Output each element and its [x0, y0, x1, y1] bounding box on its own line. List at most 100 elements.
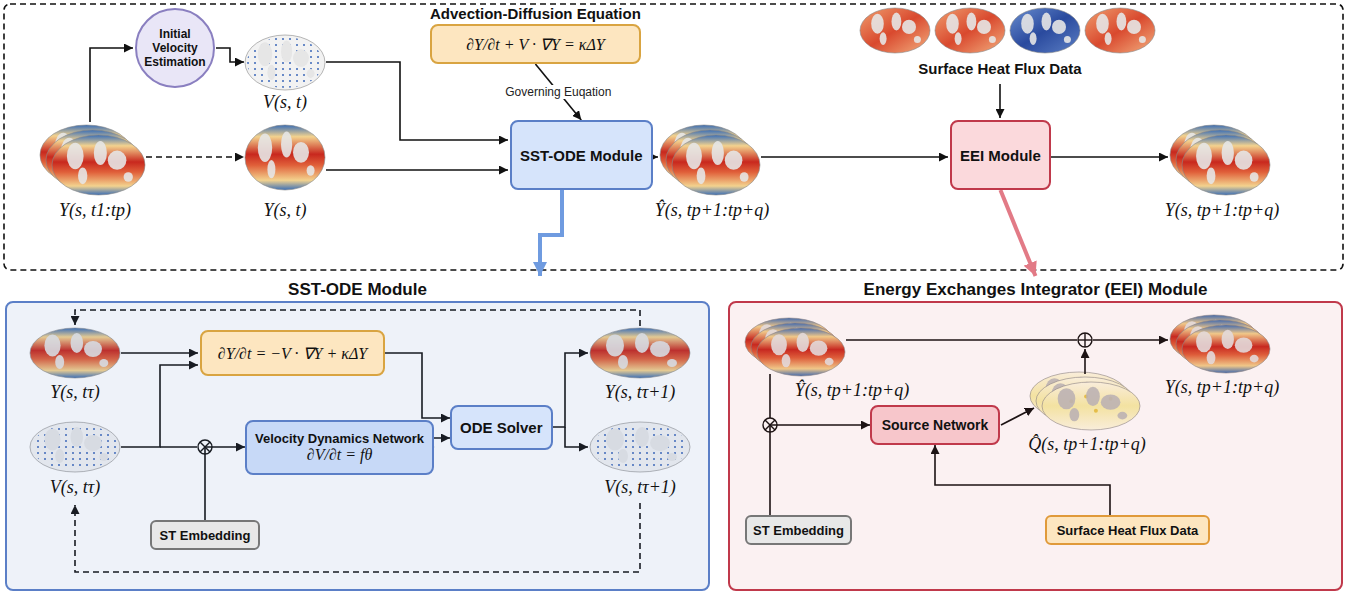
- continent: [1127, 20, 1141, 34]
- embedding-box: ST Embedding: [745, 515, 852, 545]
- continent: [94, 141, 107, 165]
- continent: [1052, 20, 1066, 34]
- continent: [1030, 32, 1037, 45]
- node-text: Surface Heat Flux Data: [1057, 523, 1199, 538]
- continent: [67, 143, 84, 169]
- variable-label: V(s, tτ+1): [604, 477, 676, 498]
- map-ocean: [860, 8, 930, 53]
- connector-arrow: [540, 190, 562, 276]
- edge-label: Governing Euqation: [502, 85, 614, 99]
- continent: [258, 133, 272, 162]
- module-box: EEI Module: [950, 120, 1051, 190]
- continent: [1117, 13, 1127, 31]
- equation-box: Advection-Diffusion Equation ∂Y/∂t + V · …: [430, 4, 641, 64]
- estimator-circle: Initial Velocity Estimation: [135, 8, 215, 88]
- continent: [725, 151, 743, 170]
- flow-arrow: [761, 156, 948, 158]
- continent: [989, 36, 996, 43]
- continent: [1207, 167, 1216, 184]
- data-box: Surface Heat Flux Data: [1045, 515, 1210, 545]
- continent: [712, 141, 724, 165]
- continent: [78, 167, 87, 184]
- variable-label: Y(s, tτ+1): [605, 382, 676, 403]
- continent: [892, 13, 902, 31]
- continent: [293, 49, 309, 67]
- continent: [902, 20, 916, 34]
- data-label: Surface Heat Flux Data: [918, 60, 1081, 77]
- continent: [977, 20, 991, 34]
- map-globe: [860, 8, 930, 53]
- map-ocean: [672, 135, 760, 195]
- continent: [258, 42, 272, 66]
- map-ocean: [245, 125, 325, 190]
- map-globe: [935, 8, 1005, 53]
- continent: [267, 65, 275, 80]
- continent: [281, 41, 292, 63]
- network-box: Source Network: [870, 405, 1000, 445]
- map-globe: [245, 35, 325, 90]
- node-text: EEI Module: [960, 147, 1041, 164]
- variable-label: V(s, t): [263, 92, 307, 113]
- map-globe: [52, 135, 145, 195]
- module-panel: Energy Exchanges Integrator (EEI) Module…: [728, 276, 1343, 591]
- variable-label: Y(s, tp+1:tp+q): [1165, 200, 1279, 221]
- node-text: ∂Y/∂t = −V · ∇Y + κΔY: [218, 344, 367, 363]
- node-text: Velocity Dynamics Network: [255, 431, 424, 446]
- continent: [967, 13, 977, 31]
- node-text: SST-ODE Module: [5, 276, 710, 300]
- continent: [307, 165, 315, 175]
- embedding-box: ST Embedding: [150, 520, 260, 550]
- continent: [955, 32, 962, 45]
- node-text: Advection-Diffusion Equation: [430, 4, 641, 24]
- node-text: ST Embedding: [160, 528, 251, 543]
- equation-frame: ∂Y/∂t + V · ∇Y = κΔY: [430, 24, 641, 64]
- module-panel: SST-ODE Module ∂Y/∂t = −V · ∇Y + κΔY Veloc…: [5, 276, 710, 591]
- node-text: Energy Exchanges Integrator (EEI) Module: [728, 276, 1343, 300]
- continent: [1105, 32, 1112, 45]
- continent: [686, 143, 702, 169]
- continent: [1139, 36, 1146, 43]
- map-globe: [1010, 8, 1080, 53]
- continent: [946, 14, 959, 34]
- continent: [1096, 14, 1109, 34]
- solver-box: ODE Solver: [450, 405, 553, 450]
- map-globe: [672, 135, 760, 195]
- node-text: ST Embedding: [753, 523, 844, 538]
- continent: [871, 14, 884, 34]
- variable-label: Ŷ(s, tp+1:tp+q): [795, 380, 909, 401]
- module-box: SST-ODE Module: [510, 120, 653, 190]
- node-text: Initial Velocity Estimation: [141, 27, 209, 69]
- connector-arrow: [1000, 190, 1035, 276]
- flow-arrow: [326, 169, 508, 171]
- continent: [1042, 13, 1052, 31]
- continent: [1235, 151, 1253, 170]
- variable-label: Y(s, tp+1:tp+q): [1165, 377, 1279, 398]
- variable-label: Y(s, t1:tp): [59, 200, 131, 221]
- map-ocean: [1085, 8, 1155, 53]
- continent: [307, 69, 315, 78]
- overview-frame: [4, 4, 1343, 270]
- flow-arrow: [326, 62, 508, 140]
- map-ocean: [1010, 8, 1080, 53]
- continent: [293, 142, 309, 163]
- variable-label: Y(s, t): [263, 200, 306, 221]
- continent: [697, 167, 706, 184]
- map-globe: [245, 125, 325, 190]
- map-globe: [1085, 8, 1155, 53]
- continent: [880, 32, 887, 45]
- node-text: Source Network: [882, 417, 989, 433]
- continent: [1222, 141, 1234, 165]
- node-text: ODE Solver: [460, 419, 543, 436]
- network-box: Velocity Dynamics Network∂V/∂t = fθ: [245, 420, 434, 475]
- map-ocean: [245, 35, 325, 90]
- flow-arrow: [1051, 156, 1168, 158]
- flow-arrow: [999, 84, 1001, 118]
- variable-label: Ŷ(s, tp+1:tp+q): [655, 200, 769, 221]
- map-ocean: [935, 8, 1005, 53]
- velocity-dots: [247, 37, 323, 88]
- continent: [281, 132, 292, 158]
- node-text: ∂Y/∂t + V · ∇Y = κΔY: [466, 35, 605, 54]
- flow-arrow: [90, 48, 133, 122]
- flow-arrow: [146, 156, 244, 158]
